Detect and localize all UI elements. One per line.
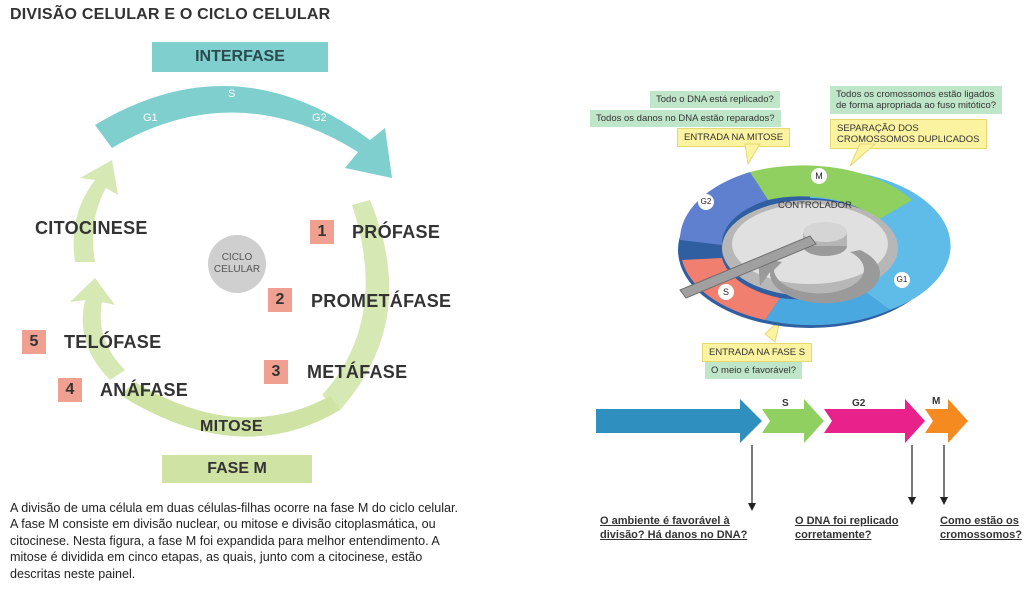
callout-entrada-mitose: ENTRADA NA MITOSE bbox=[677, 128, 791, 147]
ring-g1 bbox=[810, 169, 951, 310]
ring-g1-label: G1 bbox=[894, 272, 910, 288]
mitose-arc-bottom bbox=[120, 382, 340, 437]
prometaphase-label: PROMETÁFASE bbox=[311, 291, 452, 311]
cromossomos-ligados-line2: de forma apropriada ao fuso mitótico? bbox=[836, 100, 997, 111]
metaphase-label: METÁFASE bbox=[307, 362, 408, 382]
cromossomos-line2: cromossomos? bbox=[940, 529, 1022, 541]
mitose-arc-right bbox=[322, 200, 390, 410]
citocinese-arrow bbox=[73, 160, 118, 262]
s-phase-label: S bbox=[228, 88, 236, 100]
ambiente-line1: O ambiente é favorável à bbox=[600, 515, 730, 527]
interfase-banner: INTERFASE bbox=[152, 42, 328, 72]
ring-g2-label: G2 bbox=[698, 194, 714, 210]
g1-phase-label: G1 bbox=[143, 112, 158, 124]
cromossomos-ligados-line1: Todos os cromossomos estão ligados bbox=[836, 89, 995, 100]
callout-separacao: SEPARAÇÃO DOS CROMOSSOMOS DUPLICADOS bbox=[830, 119, 987, 149]
cell-cycle-controller-diagram bbox=[678, 143, 951, 343]
ring-g1-lower bbox=[765, 288, 890, 326]
telophase-label: TELÓFASE bbox=[64, 332, 162, 352]
callout-dna-replicado: Todo o DNA está replicado? bbox=[650, 91, 780, 108]
left-title: DIVISÃO CELULAR E O CICLO CELULAR bbox=[10, 6, 331, 23]
timeline-g1-label: G1 bbox=[665, 401, 679, 412]
ambiente-line2: divisão? Há danos no DNA? bbox=[600, 529, 748, 541]
timeline-g1-arrow bbox=[596, 399, 762, 443]
phase-number: 3 bbox=[264, 360, 288, 384]
interfase-arc bbox=[95, 85, 392, 178]
ciclo-line2: CELULAR bbox=[213, 264, 261, 275]
ciclo-line1: CICLO bbox=[221, 252, 253, 263]
timeline-s-arrow bbox=[762, 399, 824, 443]
question-dna-replicado: O DNA foi replicado corretamente? bbox=[795, 514, 899, 542]
timeline-m-arrow bbox=[925, 399, 968, 443]
timeline-g2-label: G2 bbox=[852, 398, 866, 409]
timeline-s-label: S bbox=[782, 398, 789, 409]
question-ambiente: O ambiente é favorável à divisão? Há dan… bbox=[600, 514, 747, 542]
prophase-label: PRÓFASE bbox=[352, 222, 441, 242]
anafase-arrow bbox=[70, 278, 125, 380]
timeline-g2-arrow bbox=[824, 399, 925, 443]
question-cromossomos: Como estão os cromossomos? bbox=[940, 514, 1022, 542]
phase-number: 1 bbox=[310, 220, 334, 244]
phase-number: 5 bbox=[22, 330, 46, 354]
callout-cromossomos-ligados: Todos os cromossomos estão ligados de fo… bbox=[830, 86, 1003, 114]
fase-m-banner: FASE M bbox=[162, 455, 312, 483]
callout-entrada-fase-s: ENTRADA NA FASE S bbox=[702, 343, 813, 362]
separacao-line1: SEPARAÇÃO DOS bbox=[837, 123, 919, 134]
ring-g2 bbox=[679, 172, 768, 245]
anaphase-label: ANÁFASE bbox=[100, 380, 189, 400]
phase-number: 4 bbox=[58, 378, 82, 402]
separacao-line2: CROMOSSOMOS DUPLICADOS bbox=[837, 134, 980, 145]
timeline-m-label: M bbox=[932, 396, 941, 407]
callout-meio-favoravel: O meio é favorável? bbox=[705, 362, 803, 379]
mitose-label: MITOSE bbox=[200, 418, 263, 435]
citocinese-label: CITOCINESE bbox=[35, 218, 148, 238]
dna-corret-line1: O DNA foi replicado bbox=[795, 515, 899, 527]
controlador-label: CONTROLADOR bbox=[778, 200, 852, 211]
ring-m-label: M bbox=[811, 168, 827, 184]
ring-s-label: S bbox=[718, 284, 734, 300]
phase-timeline bbox=[596, 399, 968, 511]
description-paragraph: A divisão de uma célula em duas células-… bbox=[10, 501, 459, 581]
cell-cycle-diagram bbox=[70, 85, 392, 437]
callout-danos-reparados: Todos os danos no DNA estão reparados? bbox=[590, 110, 781, 127]
cromossomos-line1: Como estão os bbox=[940, 515, 1019, 527]
dna-corret-line2: corretamente? bbox=[795, 529, 872, 541]
phase-number: 2 bbox=[268, 288, 292, 312]
ring-m bbox=[750, 165, 912, 220]
g2-phase-label: G2 bbox=[312, 112, 327, 124]
